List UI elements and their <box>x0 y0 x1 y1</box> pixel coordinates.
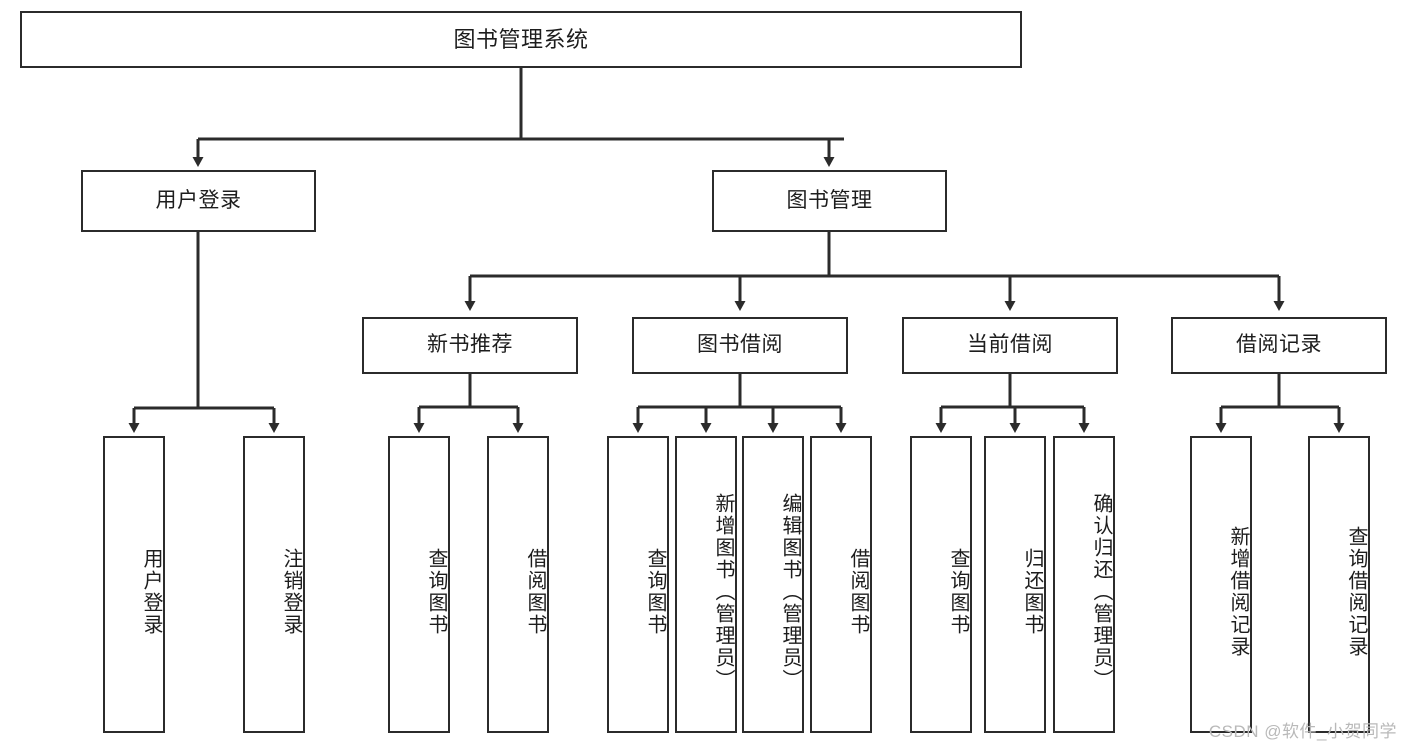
node-current-borrowing[interactable]: 当前借阅 <box>902 317 1118 374</box>
leaf-add-book-admin[interactable]: 新增图书（管理员） <box>675 436 737 733</box>
node-label: 借阅记录 <box>1236 333 1322 357</box>
leaf-user-login[interactable]: 用户登录 <box>103 436 165 733</box>
leaf-return-books[interactable]: 归还图书 <box>984 436 1046 733</box>
leaf-add-borrow-record[interactable]: 新增借阅记录 <box>1190 436 1252 733</box>
node-label: 借阅图书 <box>524 547 546 636</box>
node-book-borrowing[interactable]: 图书借阅 <box>632 317 848 374</box>
node-label: 注销登录 <box>280 547 302 636</box>
node-label: 图书管理系统 <box>453 26 589 52</box>
node-label: 新书推荐 <box>427 333 513 357</box>
node-label: 查询图书 <box>644 547 666 636</box>
leaf-borrow-books-recommend[interactable]: 借阅图书 <box>487 436 549 733</box>
node-label: 新增图书（管理员） <box>712 492 734 691</box>
leaf-logout[interactable]: 注销登录 <box>243 436 305 733</box>
node-label: 借阅图书 <box>847 547 869 636</box>
node-label: 查询图书 <box>425 547 447 636</box>
leaf-query-books-recommend[interactable]: 查询图书 <box>388 436 450 733</box>
node-label: 当前借阅 <box>967 333 1053 357</box>
node-label: 图书借阅 <box>697 333 783 357</box>
leaf-query-borrow-record[interactable]: 查询借阅记录 <box>1308 436 1370 733</box>
leaf-query-books-current[interactable]: 查询图书 <box>910 436 972 733</box>
node-book-management[interactable]: 图书管理 <box>712 170 947 232</box>
watermark: CSDN @软件_小贺同学 <box>1208 722 1397 741</box>
node-root-system[interactable]: 图书管理系统 <box>20 11 1022 68</box>
leaf-query-books-borrowing[interactable]: 查询图书 <box>607 436 669 733</box>
node-label: 用户登录 <box>140 547 162 636</box>
node-label: 新增借阅记录 <box>1227 525 1249 658</box>
node-borrowing-records[interactable]: 借阅记录 <box>1171 317 1387 374</box>
leaf-edit-book-admin[interactable]: 编辑图书（管理员） <box>742 436 804 733</box>
node-user-login[interactable]: 用户登录 <box>81 170 316 232</box>
leaf-confirm-return-admin[interactable]: 确认归还（管理员） <box>1053 436 1115 733</box>
node-label: 图书管理 <box>786 188 873 212</box>
node-new-book-recommendation[interactable]: 新书推荐 <box>362 317 578 374</box>
node-label: 确认归还（管理员） <box>1090 492 1112 691</box>
leaf-borrow-books[interactable]: 借阅图书 <box>810 436 872 733</box>
node-label: 编辑图书（管理员） <box>779 492 801 691</box>
node-label: 归还图书 <box>1021 547 1043 636</box>
node-label: 用户登录 <box>155 188 242 212</box>
node-label: 查询图书 <box>947 547 969 636</box>
node-label: 查询借阅记录 <box>1345 525 1367 658</box>
